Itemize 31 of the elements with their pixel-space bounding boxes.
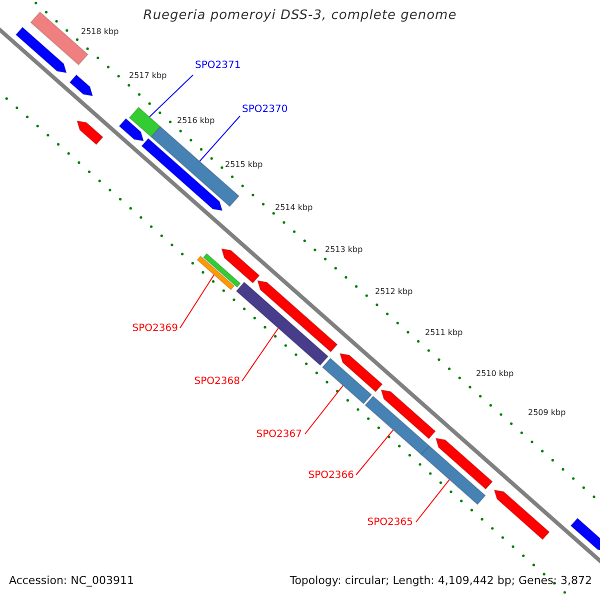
position-label: 2516 kbp <box>177 115 215 127</box>
gene-bar <box>196 255 235 290</box>
position-label: 2517 kbp <box>129 70 167 82</box>
gene-bar <box>364 395 430 456</box>
gene-label: SPO2368 <box>194 376 240 388</box>
gene-bar <box>236 281 329 366</box>
position-label: 2514 kbp <box>275 202 313 214</box>
gene-bar <box>128 106 161 138</box>
gene-bar <box>322 358 372 404</box>
position-label: 2515 kbp <box>225 159 263 171</box>
gene-label: SPO2365 <box>367 517 413 529</box>
gene-label: SPO2371 <box>195 60 241 72</box>
position-label: 2510 kbp <box>476 368 514 380</box>
leader-line <box>199 116 240 162</box>
genome-info-text: Topology: circular; Length: 4,109,442 bp; Genes: 3,872 <box>290 575 592 587</box>
gene-bar <box>420 445 486 506</box>
gene-label: SPO2370 <box>242 104 288 116</box>
gene-label: SPO2367 <box>256 429 302 441</box>
leader-line <box>304 385 344 434</box>
gene-label: SPO2366 <box>308 470 354 482</box>
position-label: 2511 kbp <box>425 327 463 339</box>
position-label: 2513 kbp <box>325 244 363 256</box>
leader-line <box>242 328 279 382</box>
position-label: 2512 kbp <box>375 286 413 298</box>
gene-label: SPO2369 <box>132 323 178 335</box>
accession-text: Accession: NC_003911 <box>9 575 134 587</box>
position-label: 2509 kbp <box>528 407 566 419</box>
leader-line <box>416 479 450 522</box>
title: Ruegeria pomeroyi DSS-3, complete genome <box>142 10 458 22</box>
position-label: 2518 kbp <box>81 26 119 38</box>
leader-line <box>356 429 394 476</box>
